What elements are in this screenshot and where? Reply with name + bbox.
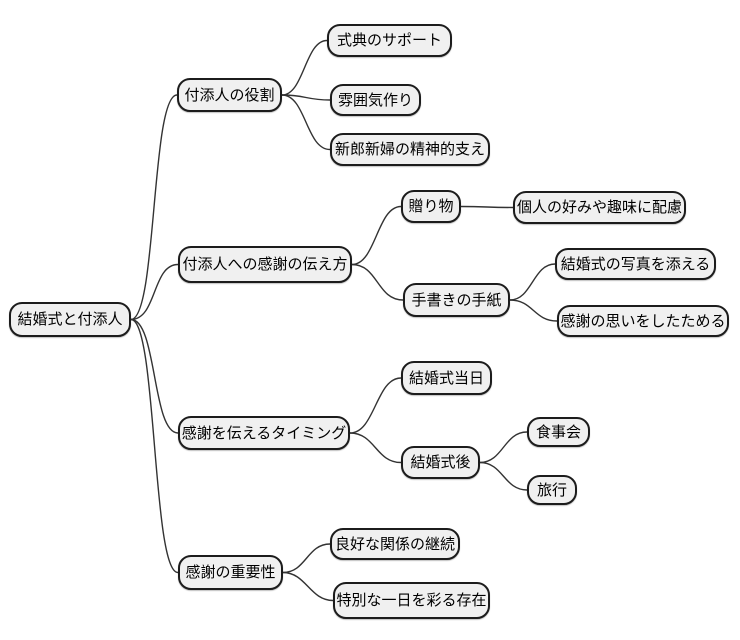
edge-thank-to-gift bbox=[351, 205, 402, 266]
node-wedding-and-attendants: 結婚式と付添人 bbox=[9, 302, 131, 337]
edge-after-to-dinner-party bbox=[479, 431, 528, 464]
node-attach-wedding-photo: 結婚式の写真を添える bbox=[555, 248, 716, 280]
node-ceremony-support: 式典のサポート bbox=[327, 24, 452, 57]
edge-roles-to-ceremony-support bbox=[281, 39, 328, 96]
edge-letter-to-write-gratitude bbox=[509, 299, 558, 322]
node-gift: 贈り物 bbox=[401, 190, 461, 223]
node-handwritten-letter: 手書きの手紙 bbox=[403, 283, 510, 317]
edge-importance-to-special-day bbox=[282, 571, 334, 602]
edge-root-to-attendant-roles bbox=[130, 94, 178, 321]
edge-root-to-importance bbox=[130, 318, 179, 574]
node-timing: 感謝を伝えるタイミング bbox=[178, 416, 350, 450]
edge-after-to-trip bbox=[479, 461, 528, 491]
node-personal-preference: 個人の好みや趣味に配慮 bbox=[513, 191, 686, 224]
edge-importance-to-relationship bbox=[282, 543, 331, 574]
node-how-to-thank: 付添人への感謝の伝え方 bbox=[178, 246, 352, 283]
edge-thank-to-letter bbox=[351, 263, 404, 301]
node-after-wedding: 結婚式後 bbox=[401, 446, 480, 479]
edge-roles-to-emotional-support bbox=[281, 94, 331, 151]
node-attendant-roles: 付添人の役割 bbox=[177, 78, 282, 112]
edge-gift-to-preference bbox=[460, 205, 514, 209]
node-special-day-presence: 特別な一日を彩る存在 bbox=[333, 582, 490, 619]
node-wedding-day: 結婚式当日 bbox=[401, 361, 492, 395]
node-trip: 旅行 bbox=[527, 475, 577, 505]
edge-timing-to-after-wedding bbox=[349, 432, 402, 464]
edge-timing-to-wedding-day bbox=[349, 377, 402, 434]
node-emotional-support: 新郎新婦の精神的支え bbox=[330, 133, 490, 166]
node-atmosphere-making: 雰囲気作り bbox=[330, 84, 421, 116]
node-write-gratitude: 感謝の思いをしたためる bbox=[557, 305, 729, 337]
edge-root-to-how-to-thank bbox=[130, 263, 179, 321]
edge-root-to-timing bbox=[130, 318, 179, 434]
node-dinner-party: 食事会 bbox=[527, 417, 590, 447]
edge-roles-to-atmosphere bbox=[281, 94, 331, 101]
node-good-relationship: 良好な関係の継続 bbox=[330, 528, 460, 560]
edge-letter-to-photo bbox=[509, 263, 556, 301]
node-importance-of-gratitude: 感謝の重要性 bbox=[178, 555, 283, 590]
